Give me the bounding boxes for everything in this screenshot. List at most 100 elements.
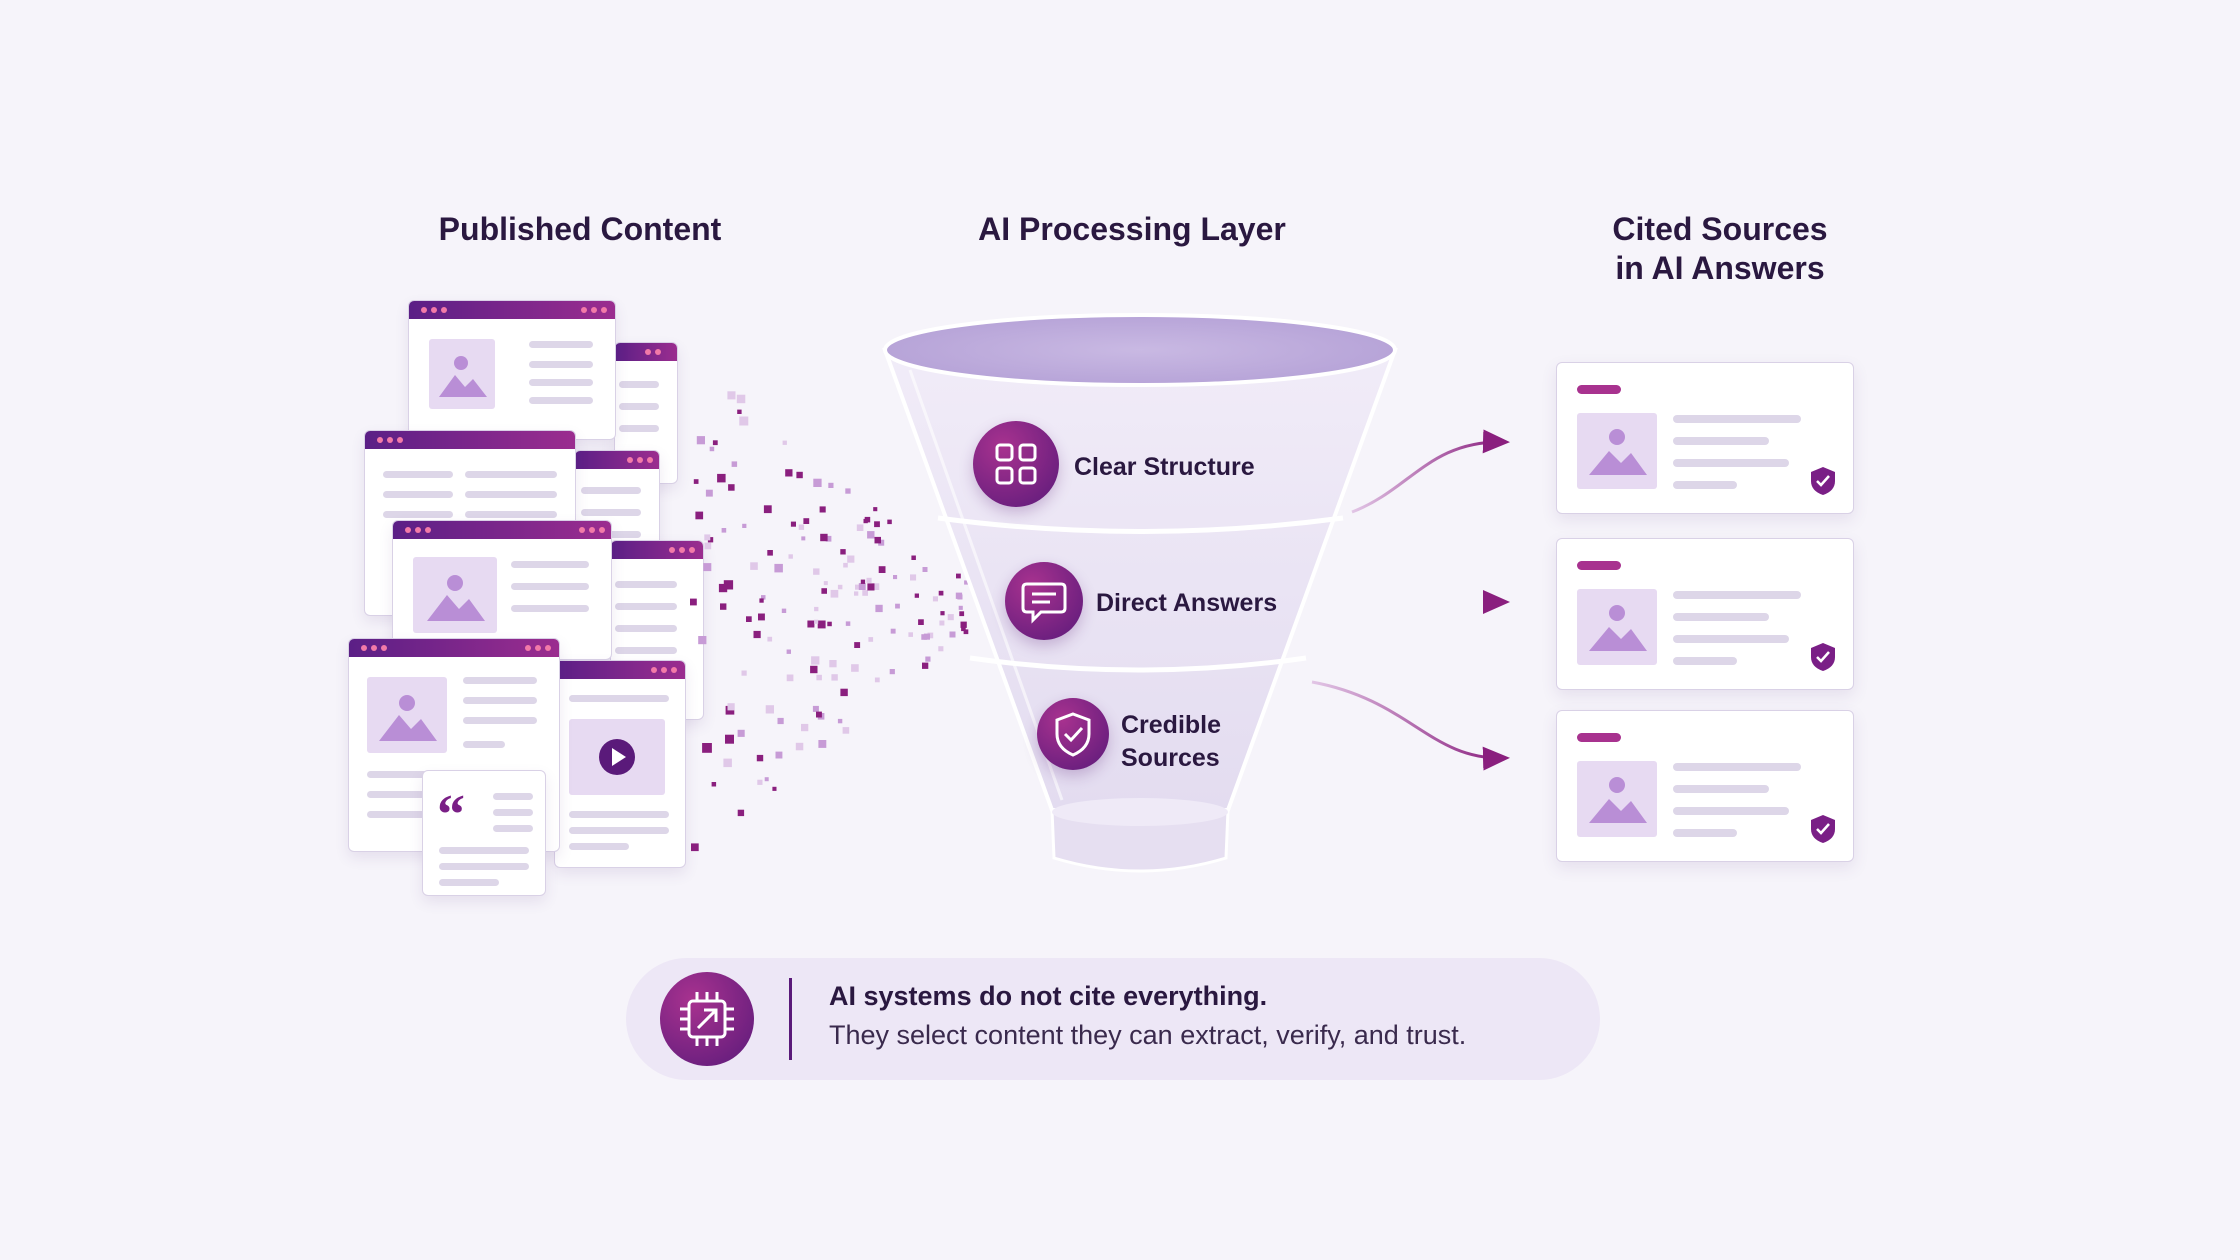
stage-label-credible-sources: Credible Sources <box>1121 709 1221 775</box>
data-particle <box>863 518 868 524</box>
cited-sources-title-line1: Cited Sources <box>1612 211 1828 247</box>
image-placeholder-icon <box>1577 761 1657 837</box>
cited-source-card <box>1556 362 1854 514</box>
published-content-title: Published Content <box>438 211 722 247</box>
data-particle <box>774 563 783 573</box>
banner-divider <box>789 978 792 1060</box>
quote-icon: “ <box>437 784 465 846</box>
data-particle <box>874 521 880 528</box>
banner-subtext: They select content they can extract, ve… <box>829 1020 1467 1050</box>
data-particle <box>731 461 738 467</box>
data-particle <box>860 579 866 584</box>
data-particle <box>790 521 796 527</box>
data-particle <box>807 620 815 628</box>
data-particle <box>704 534 711 541</box>
data-particle <box>843 562 848 568</box>
svg-text:“: “ <box>437 784 465 846</box>
data-particle <box>759 598 764 603</box>
data-particle <box>963 629 969 635</box>
content-page <box>554 660 686 868</box>
shield-check-icon <box>1809 641 1837 673</box>
data-particle <box>927 632 934 639</box>
data-particle <box>725 734 734 744</box>
data-particle <box>820 533 828 542</box>
image-placeholder-icon <box>1577 589 1657 665</box>
arrow-top <box>1351 429 1510 514</box>
quote-card: “ <box>422 770 546 896</box>
data-particle <box>867 583 875 591</box>
data-particle <box>810 665 818 674</box>
data-particle <box>830 589 839 598</box>
data-particle <box>938 590 944 596</box>
data-particle <box>756 754 764 762</box>
data-particle <box>817 620 826 629</box>
data-particle <box>862 590 868 596</box>
data-particle <box>858 583 866 590</box>
data-particle <box>827 621 832 627</box>
data-particle <box>925 656 931 662</box>
data-particle <box>712 440 718 446</box>
data-particle <box>837 718 843 724</box>
data-particle <box>845 621 851 626</box>
data-particle <box>753 630 761 639</box>
data-particle <box>819 506 826 513</box>
data-particle <box>705 489 713 497</box>
data-particle <box>796 471 803 479</box>
data-particle <box>798 524 805 530</box>
data-particle <box>750 562 758 570</box>
stage-label-credible-line2: Sources <box>1121 744 1220 772</box>
data-particle <box>889 669 895 675</box>
stage-label-clear-structure: Clear Structure <box>1074 453 1255 481</box>
data-particle <box>851 664 859 672</box>
data-particle <box>821 588 827 594</box>
data-particle <box>872 583 880 590</box>
data-particle <box>782 440 787 445</box>
data-particle <box>895 603 900 609</box>
grid-icon <box>973 421 1059 507</box>
data-particle <box>845 488 851 494</box>
data-particle <box>727 703 735 711</box>
data-particle <box>758 613 765 621</box>
data-particle <box>814 619 819 624</box>
data-particle <box>693 479 699 484</box>
cited-source-card <box>1556 710 1854 862</box>
data-particle <box>938 646 944 652</box>
data-particle <box>785 469 793 477</box>
data-particle <box>741 670 747 676</box>
data-particle <box>717 473 726 483</box>
data-particle <box>811 656 820 665</box>
data-particle <box>801 723 809 732</box>
cited-sources-title-line2: in AI Answers <box>1615 250 1825 286</box>
data-particle <box>840 688 848 697</box>
data-particle <box>910 574 917 581</box>
data-particle <box>828 482 834 488</box>
data-particle <box>698 636 707 645</box>
data-particle <box>890 628 896 634</box>
chat-icon <box>1005 562 1083 640</box>
stage-label-credible-line1: Credible <box>1121 711 1222 739</box>
shield-check-icon <box>1809 465 1837 497</box>
card-title-bar <box>1577 385 1621 394</box>
data-particle <box>816 711 822 718</box>
data-particle <box>711 782 717 787</box>
data-particle <box>720 603 727 610</box>
data-particle <box>949 631 956 638</box>
data-particle <box>690 598 697 606</box>
data-particle <box>814 606 819 612</box>
data-particle <box>765 705 774 714</box>
data-particle <box>955 592 963 599</box>
data-particle <box>709 446 715 452</box>
data-particle <box>767 550 773 556</box>
data-particle <box>960 621 967 628</box>
content-page <box>408 300 616 440</box>
data-particle <box>818 740 827 748</box>
data-particle <box>825 535 832 542</box>
shield-check-icon <box>1037 698 1109 770</box>
video-thumbnail <box>569 719 665 795</box>
data-particle <box>932 596 938 602</box>
cited-sources-title: Cited Sources in AI Answers <box>1560 210 1880 288</box>
chip-icon <box>660 972 754 1066</box>
data-particle <box>831 674 838 681</box>
data-particle <box>777 717 784 725</box>
data-particle <box>837 584 843 590</box>
